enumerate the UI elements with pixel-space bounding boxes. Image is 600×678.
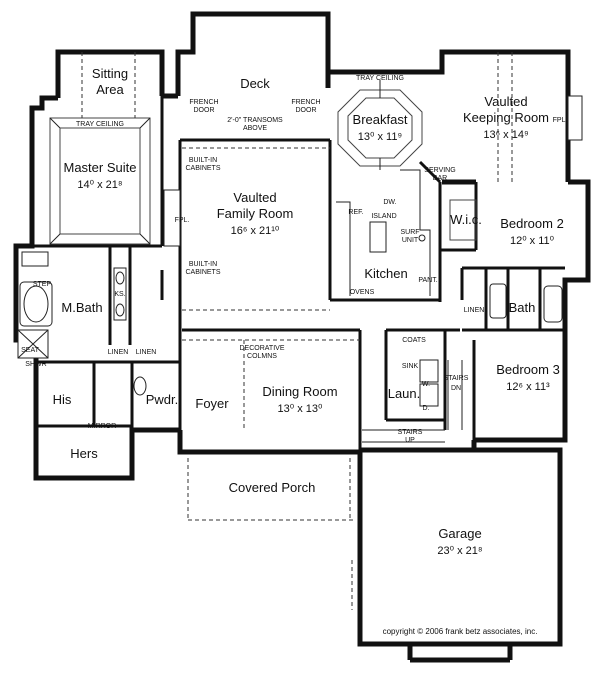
breakfast-dims: 13⁰ x 11⁹ [358, 131, 402, 143]
kitchen-island [369, 221, 387, 253]
stairs-dn-label: STAIRS [444, 375, 469, 382]
hers-label: Hers [70, 446, 98, 461]
covered-porch-label: Covered Porch [229, 480, 316, 495]
french-door-right-label: FRENCH [291, 99, 320, 106]
toilet [21, 251, 49, 267]
step-label: STEP [33, 281, 52, 288]
dryer-label: D. [423, 405, 430, 412]
ref-label: REF. [348, 209, 363, 216]
stairs-up-label-2: UP [405, 437, 415, 444]
detail-lines [49, 52, 513, 610]
linen-bath-label: LINEN [464, 307, 485, 314]
transoms-label-2: ABOVE [243, 125, 267, 132]
keeping-room-label-2: Keeping Room [463, 110, 549, 125]
master-suite-label: Master Suite [64, 160, 137, 175]
fireplace-keeping [567, 95, 583, 141]
linen-left-label: LINEN [108, 349, 129, 356]
pantry-label: PANT. [418, 277, 437, 284]
annotations: TRAY CEILING TRAY CEILING FRENCH DOOR FR… [21, 75, 567, 444]
fpl-family-label: FPL. [175, 217, 190, 224]
garage-dims: 23⁰ x 21⁸ [437, 545, 482, 557]
dw-label: DW. [383, 199, 396, 206]
bedroom3-label: Bedroom 3 [496, 362, 560, 377]
sink-label: SINK [402, 363, 419, 370]
french-door-left-label-2: DOOR [194, 107, 215, 114]
decorative-columns-label-2: COLMNS [247, 353, 277, 360]
bedroom2-label: Bedroom 2 [500, 216, 564, 231]
breakfast-label: Breakfast [353, 112, 408, 127]
bedroom2-dims: 12⁰ x 11⁰ [510, 235, 555, 247]
dining-room-label: Dining Room [262, 384, 337, 399]
builtin-cabinets-bottom-label: BUILT-IN [189, 261, 217, 268]
keeping-room-dims: 13⁶ x 14⁹ [483, 129, 528, 141]
seat-label: SEAT [21, 347, 39, 354]
serving-bar-label-2: BAR [433, 175, 447, 182]
family-room-label-2: Family Room [217, 206, 294, 221]
surf-unit-label: SURF [400, 229, 419, 236]
ks-label: KS. [114, 291, 125, 298]
washer-label: W. [422, 381, 430, 388]
decorative-columns-label: DECORATIVE [240, 345, 285, 352]
fpl-keeping-label: FPL. [553, 117, 568, 124]
his-label: His [53, 392, 72, 407]
tray-ceiling-breakfast-label: TRAY CEILING [356, 75, 404, 82]
kitchen-label: Kitchen [364, 266, 407, 281]
shwr-label: SHWR [25, 361, 46, 368]
surf-unit-label-2: UNIT [402, 237, 419, 244]
island-label: ISLAND [371, 213, 396, 220]
fixtures [17, 95, 583, 443]
sitting-area-label-2: Area [96, 82, 124, 97]
mbath-label: M.Bath [61, 300, 102, 315]
wic-label: W.i.c. [450, 212, 482, 227]
stairs-up-label: STAIRS [398, 429, 423, 436]
tray-ceiling-master-label: TRAY CEILING [76, 121, 124, 128]
fireplace-family [163, 189, 181, 247]
french-door-right-label-2: DOOR [296, 107, 317, 114]
stairs-dn-label-2: DN [451, 385, 461, 392]
french-door-left-label: FRENCH [189, 99, 218, 106]
ovens-label: OVENS [350, 289, 375, 296]
transoms-label: 2'-0" TRANSOMS [227, 117, 283, 124]
family-room-label: Vaulted [233, 190, 276, 205]
walls [13, 11, 591, 663]
garage-label: Garage [438, 526, 481, 541]
bedroom3-dims: 12⁶ x 11³ [506, 381, 550, 393]
builtin-cabinets-top-label: BUILT-IN [189, 157, 217, 164]
laundry-label: Laun. [388, 386, 421, 401]
coats-label: COATS [402, 337, 426, 344]
foyer-label: Foyer [195, 396, 229, 411]
master-suite-dims: 14⁰ x 21⁸ [77, 179, 122, 191]
family-room-dims: 16⁶ x 21¹⁰ [231, 225, 280, 237]
dining-room-dims: 13⁰ x 13⁰ [278, 403, 323, 415]
bath-label: Bath [509, 300, 536, 315]
deck-label: Deck [240, 76, 270, 91]
room-labels: Deck Sitting Area Master Suite 14⁰ x 21⁸… [53, 66, 564, 557]
pwdr-label: Pwdr. [146, 392, 179, 407]
keeping-room-label: Vaulted [484, 94, 527, 109]
linen-right-label: LINEN [136, 349, 157, 356]
copyright-text: copyright © 2006 frank betz associates, … [383, 627, 538, 636]
builtin-cabinets-bottom-label-2: CABINETS [185, 269, 220, 276]
serving-bar-label: SERVING [424, 167, 455, 174]
sitting-area-label: Sitting [92, 66, 128, 81]
builtin-cabinets-top-label-2: CABINETS [185, 165, 220, 172]
mirror-label: MIRROR [88, 423, 116, 430]
